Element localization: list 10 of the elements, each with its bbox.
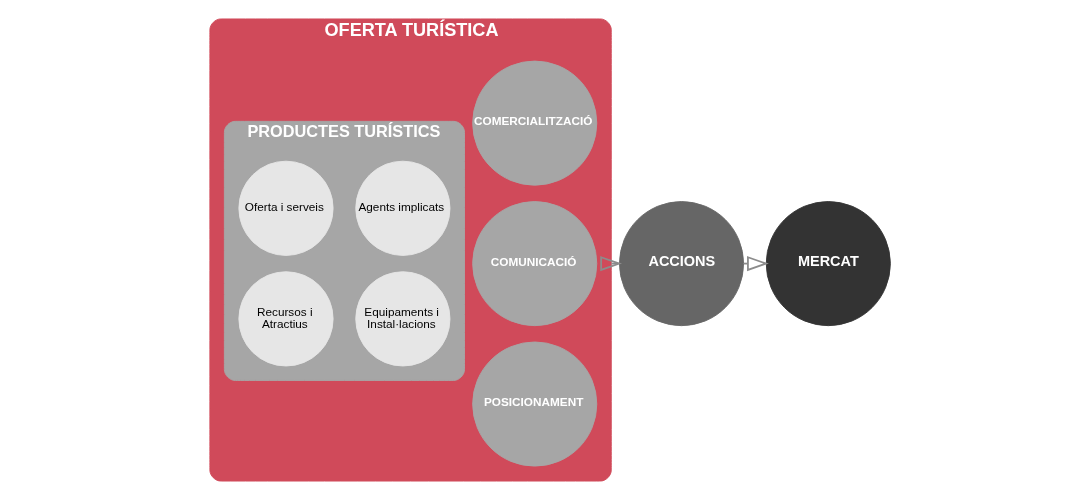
node-circle: COMUNICACIÓ [471, 201, 597, 327]
node-circle: COMERCIALITZACIÓ [471, 60, 597, 186]
node-circle: Agents implicats [354, 160, 450, 256]
node-circle: Recursos i Atractius [237, 271, 334, 367]
node-circle: MERCAT [765, 201, 891, 327]
node-circle: Oferta i serveis [237, 160, 334, 256]
node-circle: POSICIONAMENT [471, 341, 597, 467]
arrow [599, 255, 622, 272]
node-circle: ACCIONS [618, 201, 744, 327]
node-circle: Equipaments i Instal·lacions [354, 271, 450, 367]
